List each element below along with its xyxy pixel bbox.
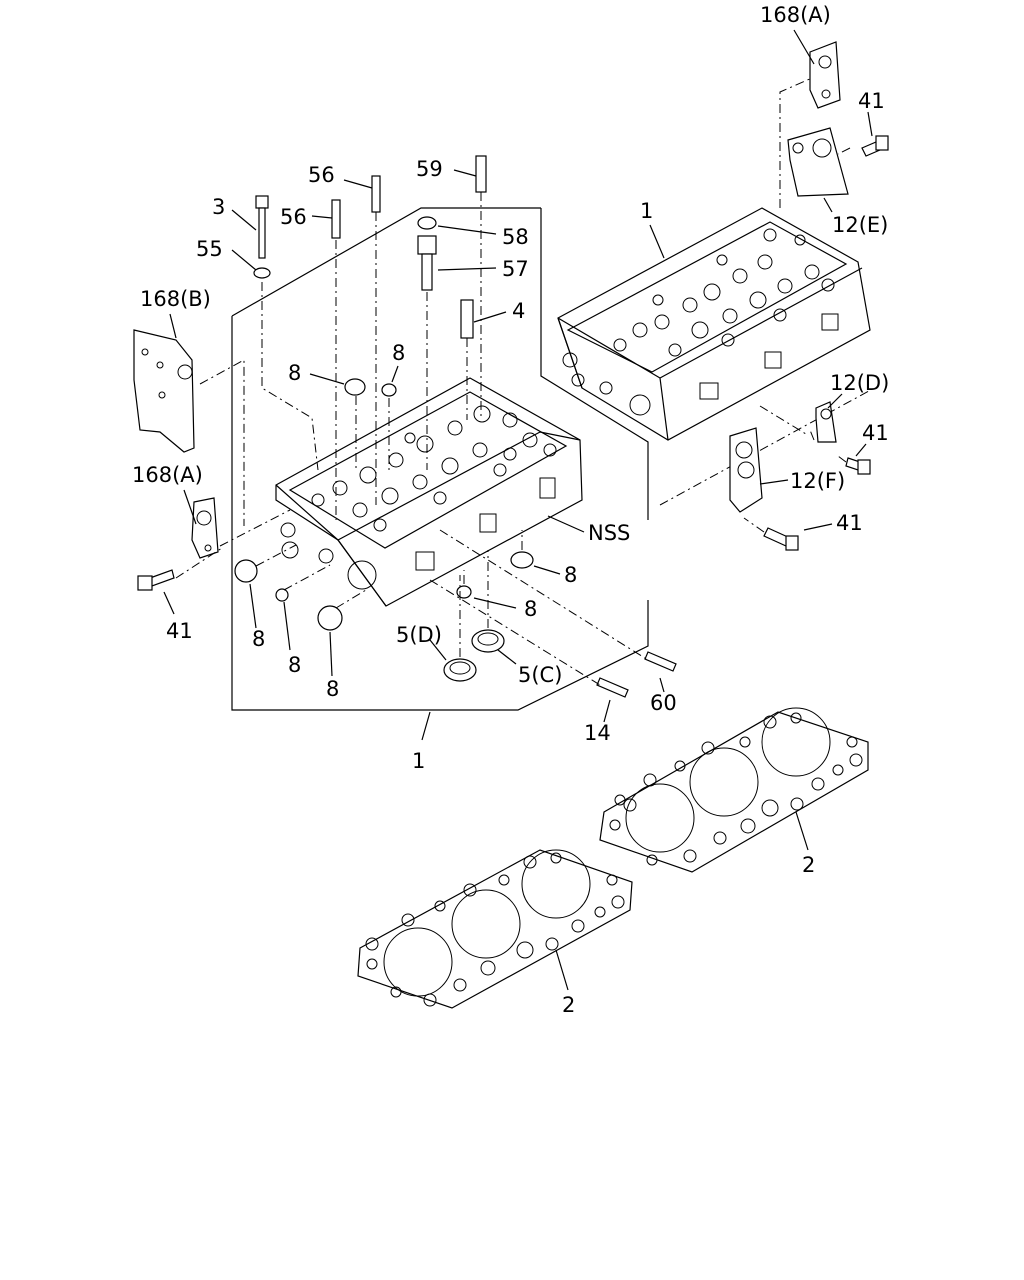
callout-41-mid: 41 <box>862 421 889 445</box>
bolt-41-left-icon <box>137 569 175 591</box>
bracket-12d-icon <box>815 401 837 443</box>
callout-labels: 168(A) 41 12(E) 1 59 56 56 3 55 58 57 4 … <box>132 3 889 1017</box>
seal-5d-icon <box>443 658 477 682</box>
callout-2-left: 2 <box>562 993 575 1017</box>
callout-5d: 5(D) <box>396 623 442 647</box>
head-gasket-left-icon <box>357 849 633 1009</box>
callout-8b: 8 <box>392 341 405 365</box>
callout-56b: 56 <box>280 205 307 229</box>
callout-8g: 8 <box>326 677 339 701</box>
callout-41-right: 41 <box>836 511 863 535</box>
callout-8e: 8 <box>252 627 265 651</box>
bracket-168a-top-icon <box>809 41 841 109</box>
callout-55: 55 <box>196 237 223 261</box>
callout-5c: 5(C) <box>518 663 562 687</box>
pin-60-icon <box>644 651 677 672</box>
bracket-12e-icon <box>787 127 849 197</box>
callout-1-bottom: 1 <box>412 749 425 773</box>
callout-3: 3 <box>212 195 225 219</box>
callout-nss: NSS <box>588 521 630 545</box>
callout-168b: 168(B) <box>140 287 211 311</box>
stud-56a-icon <box>331 199 341 239</box>
seal-8c-icon <box>510 551 534 569</box>
seal-8a-icon <box>344 378 366 396</box>
callout-168a-top: 168(A) <box>760 3 831 27</box>
bolt-41-top-icon <box>861 135 889 157</box>
sleeve-4-icon <box>460 299 474 339</box>
callout-56a: 56 <box>308 163 335 187</box>
pin-14-icon <box>596 677 629 698</box>
assembly-guide-lines <box>175 77 851 686</box>
callout-12d: 12(D) <box>830 371 889 395</box>
sleeve-57-icon <box>417 235 437 291</box>
callout-168a-left: 168(A) <box>132 463 203 487</box>
leader-lines <box>163 29 873 991</box>
callout-2-right: 2 <box>802 853 815 877</box>
washer-55-icon <box>253 267 271 279</box>
callout-57: 57 <box>502 257 529 281</box>
seal-8f-icon <box>275 588 289 602</box>
seal-8b-icon <box>381 383 397 397</box>
bolt-3-icon <box>255 195 269 259</box>
callout-8f: 8 <box>288 653 301 677</box>
bracket-12f-icon <box>729 427 763 513</box>
callout-58: 58 <box>502 225 529 249</box>
bolt-41-mid-icon <box>845 457 871 475</box>
seal-58-icon <box>417 216 437 230</box>
bracket-168a-left-icon <box>191 497 219 559</box>
callout-12e: 12(E) <box>832 213 888 237</box>
callout-41-top: 41 <box>858 89 885 113</box>
seal-8d-icon <box>456 585 472 599</box>
callout-8a: 8 <box>288 361 301 385</box>
cylinder-head-right-icon <box>557 207 871 441</box>
seal-5c-icon <box>471 629 505 653</box>
stud-56b-icon <box>371 175 381 213</box>
callout-12f: 12(F) <box>790 469 845 493</box>
seal-8g-icon <box>317 605 343 631</box>
seal-8e-icon <box>234 559 258 583</box>
callout-4: 4 <box>512 299 525 323</box>
cylinder-head-left-icon <box>275 377 583 607</box>
bolt-41-right-icon <box>763 527 799 551</box>
stud-59-icon <box>475 155 487 193</box>
callout-60: 60 <box>650 691 677 715</box>
callout-59: 59 <box>416 157 443 181</box>
callout-8c: 8 <box>564 563 577 587</box>
head-gasket-right-icon <box>599 707 869 873</box>
bracket-168b-icon <box>133 329 195 453</box>
callout-1-top: 1 <box>640 199 653 223</box>
callout-14: 14 <box>584 721 611 745</box>
callout-41-left: 41 <box>166 619 193 643</box>
callout-8d: 8 <box>524 597 537 621</box>
